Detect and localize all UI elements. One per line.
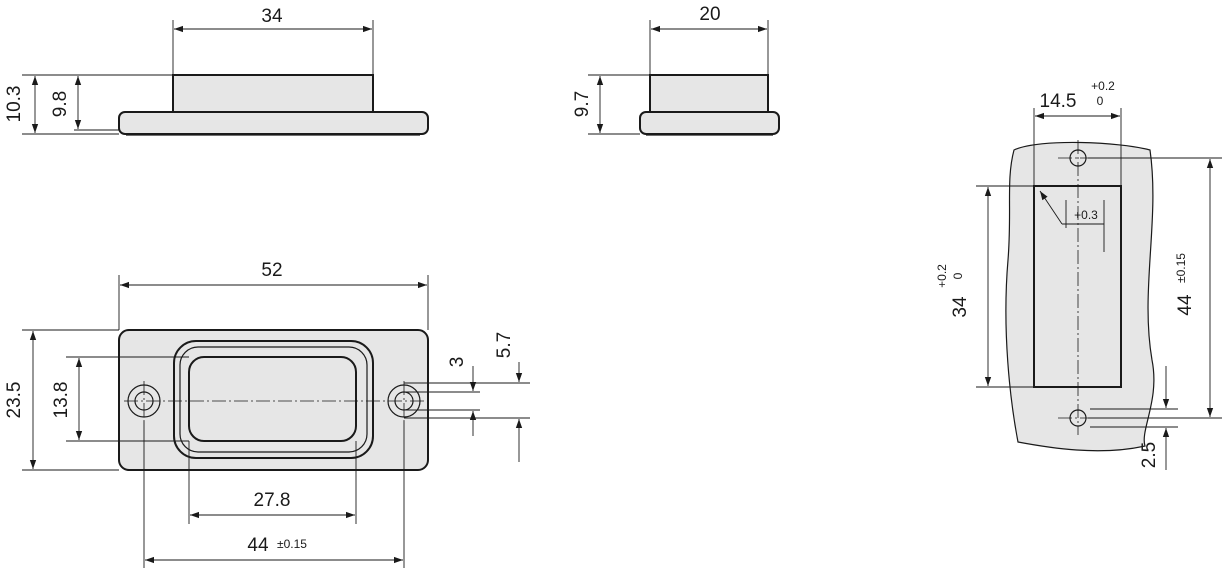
dim-height-23-5: 23.5 (4, 382, 25, 419)
dim-length-52: 52 (261, 260, 282, 281)
dim-width-34: 34 (261, 6, 283, 27)
dim-window-width-27-8: 27.8 (254, 490, 291, 511)
dim-height-9-8: 9.8 (50, 91, 71, 117)
side-view-long: 34 10.3 9.8 (4, 6, 429, 136)
dim-cutout-height-34: 34 (950, 296, 971, 318)
dim-hole-pitch-44: 44 (247, 535, 269, 556)
end-body-profile (649, 74, 769, 114)
dim-cutout-width-14-5: 14.5 (1040, 91, 1077, 112)
panel-cutout-view: 14.5 +0.2 0 +0.3 34 +0.2 0 44 ±0.15 2.5 (935, 79, 1222, 470)
window-outline (188, 356, 357, 442)
body-profile (172, 74, 374, 114)
body-inner-outline (179, 346, 368, 453)
cutout-rectangle (1033, 185, 1122, 388)
front-view: 52 23.5 13.8 27.8 44 ±0.15 3 5.7 (4, 260, 530, 568)
end-flange-profile (639, 111, 780, 135)
tol-cutout-height-lower: 0 (951, 272, 965, 279)
tol-cutout-width-upper: +0.2 (1091, 79, 1115, 93)
side-view-short: 20 9.7 (572, 4, 780, 136)
dim-5-7: 5.7 (494, 332, 515, 358)
tol-cutout-hole-pitch: ±0.15 (1174, 253, 1188, 283)
dim-window-height-13-8: 13.8 (51, 382, 72, 419)
dim-height-10-3: 10.3 (4, 86, 25, 123)
dim-width-20: 20 (699, 4, 720, 25)
flange-profile (118, 111, 429, 135)
dim-height-9-7: 9.7 (572, 91, 593, 117)
tol-hole-pitch: ±0.15 (277, 537, 307, 551)
dim-offset-2-5: 2.5 (1139, 442, 1160, 468)
dim-3: 3 (447, 357, 468, 368)
tol-cutout-width-lower: 0 (1097, 94, 1104, 108)
dim-cutout-hole-pitch-44: 44 (1175, 294, 1196, 316)
radius-tolerance: +0.3 (1074, 208, 1098, 222)
tol-cutout-height-upper: +0.2 (935, 264, 949, 288)
